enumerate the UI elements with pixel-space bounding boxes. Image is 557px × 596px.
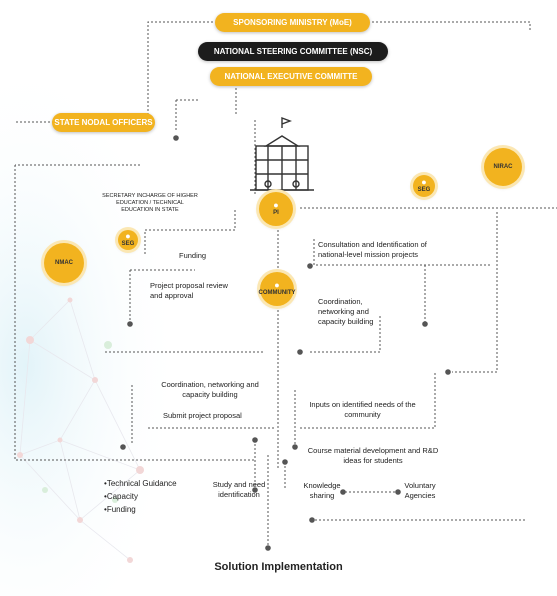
coordination-left-label: Coordination, networking and capacity bu… bbox=[161, 380, 259, 399]
connector-dots bbox=[120, 135, 451, 551]
solution-implementation-title: Solution Implementation bbox=[214, 561, 343, 573]
community-node: ● COMMUNITY bbox=[259, 272, 296, 306]
support-list: Technical Guidance Capacity Funding bbox=[104, 477, 177, 516]
dashed-connectors bbox=[14, 21, 557, 545]
submit-proposal-label: Submit project proposal bbox=[163, 411, 242, 420]
consultation-label: Consultation and Identification of natio… bbox=[318, 240, 427, 259]
person-icon: ● bbox=[421, 177, 427, 187]
decorative-glow bbox=[0, 80, 260, 596]
decorative-network-dots bbox=[17, 297, 144, 563]
proposal-review-label: Project proposal review and approval bbox=[150, 281, 228, 300]
secretary-label: SECRETARY INCHARGE OF HIGHER EDUCATION /… bbox=[102, 193, 198, 213]
sponsoring-ministry-badge: SPONSORING MINISTRY (MoE) bbox=[215, 13, 370, 32]
voluntary-agencies-label: Voluntary Agencies bbox=[404, 481, 436, 500]
nmac-node: NMAC bbox=[44, 243, 84, 283]
state-nodal-officers-badge: STATE NODAL OFFICERS bbox=[52, 113, 155, 132]
list-item: Funding bbox=[104, 503, 177, 516]
national-executive-committee-badge: NATIONAL EXECUTIVE COMMITTE bbox=[210, 67, 372, 86]
funding-label: Funding bbox=[179, 251, 207, 260]
person-icon: ● bbox=[273, 200, 279, 210]
person-icon: ● bbox=[274, 280, 280, 290]
seg-right-node: ● SEG bbox=[413, 175, 435, 197]
national-steering-committee-badge: NATIONAL STEERING COMMITTEE (NSC) bbox=[198, 42, 388, 61]
person-icon: ● bbox=[125, 231, 131, 241]
nirac-node: NIRAC bbox=[484, 148, 522, 186]
course-material-label: Course material development and R&D idea… bbox=[307, 446, 439, 465]
inputs-needs-label: Inputs on identified needs of the commun… bbox=[309, 400, 416, 419]
institution-building-icon bbox=[250, 116, 314, 191]
knowledge-sharing-label: Knowledge sharing bbox=[303, 481, 341, 500]
list-item: Capacity bbox=[104, 490, 177, 503]
coordination-right-label: Coordination, networking and capacity bu… bbox=[318, 297, 374, 326]
seg-left-node: ● SEG bbox=[118, 230, 138, 250]
list-item: Technical Guidance bbox=[104, 477, 177, 490]
pi-node: ● PI bbox=[259, 192, 293, 226]
study-need-label: Study and need identification bbox=[212, 480, 266, 499]
